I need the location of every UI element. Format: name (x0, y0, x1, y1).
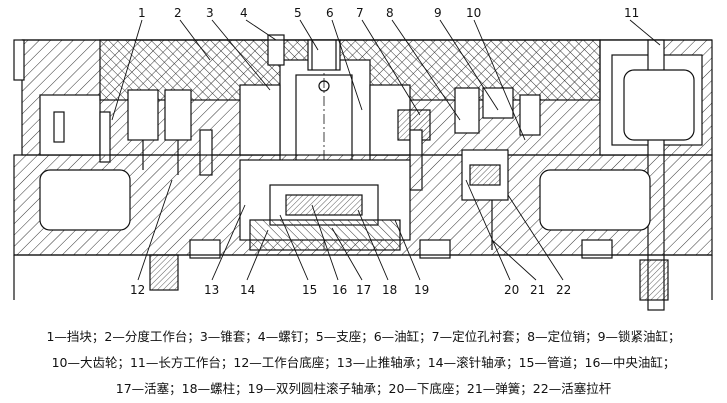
caption-line-2: 10—大齿轮；11—长方工作台；12—工作台底座；13—止推轴承；14—滚针轴承… (51, 355, 676, 370)
callout-20: 20 (504, 283, 519, 297)
callout-14: 14 (240, 283, 255, 297)
callout-3: 3 (206, 6, 214, 20)
top-callout-labels: 1 2 3 4 5 6 7 8 9 10 11 (138, 6, 639, 20)
callout-5: 5 (294, 6, 302, 20)
callout-1: 1 (138, 6, 146, 20)
callout-9: 9 (434, 6, 442, 20)
callout-10: 10 (466, 6, 481, 20)
top-callouts (111, 19, 661, 141)
callout-19: 19 (414, 283, 429, 297)
bottom-callouts (137, 179, 564, 281)
central-oil-cylinder (249, 149, 509, 251)
callout-6: 6 (326, 6, 334, 20)
lower-base (13, 39, 713, 300)
callout-16: 16 (332, 283, 347, 297)
callout-22: 22 (556, 283, 571, 297)
callout-21: 21 (530, 283, 545, 297)
callout-2: 2 (174, 6, 182, 20)
callout-11: 11 (624, 6, 639, 20)
caption-line-1: 1—挡块；2—分度工作台；3—锥套；4—螺钉；5—支座；6—油缸；7—定位孔衬套… (46, 329, 681, 344)
central-support (295, 39, 353, 250)
caption-line-3: 17—活塞；18—螺柱；19—双列圆柱滚子轴承；20—下底座；21—弹簧；22—… (115, 381, 612, 396)
callout-4: 4 (240, 6, 248, 20)
callout-13: 13 (204, 283, 219, 297)
callout-18: 18 (382, 283, 397, 297)
callout-12: 12 (130, 283, 145, 297)
callout-17: 17 (356, 283, 371, 297)
callout-8: 8 (386, 6, 394, 20)
callout-7: 7 (356, 6, 364, 20)
callout-15: 15 (302, 283, 317, 297)
bottom-callout-labels: 12 13 14 15 16 17 18 19 20 21 22 (130, 283, 571, 297)
